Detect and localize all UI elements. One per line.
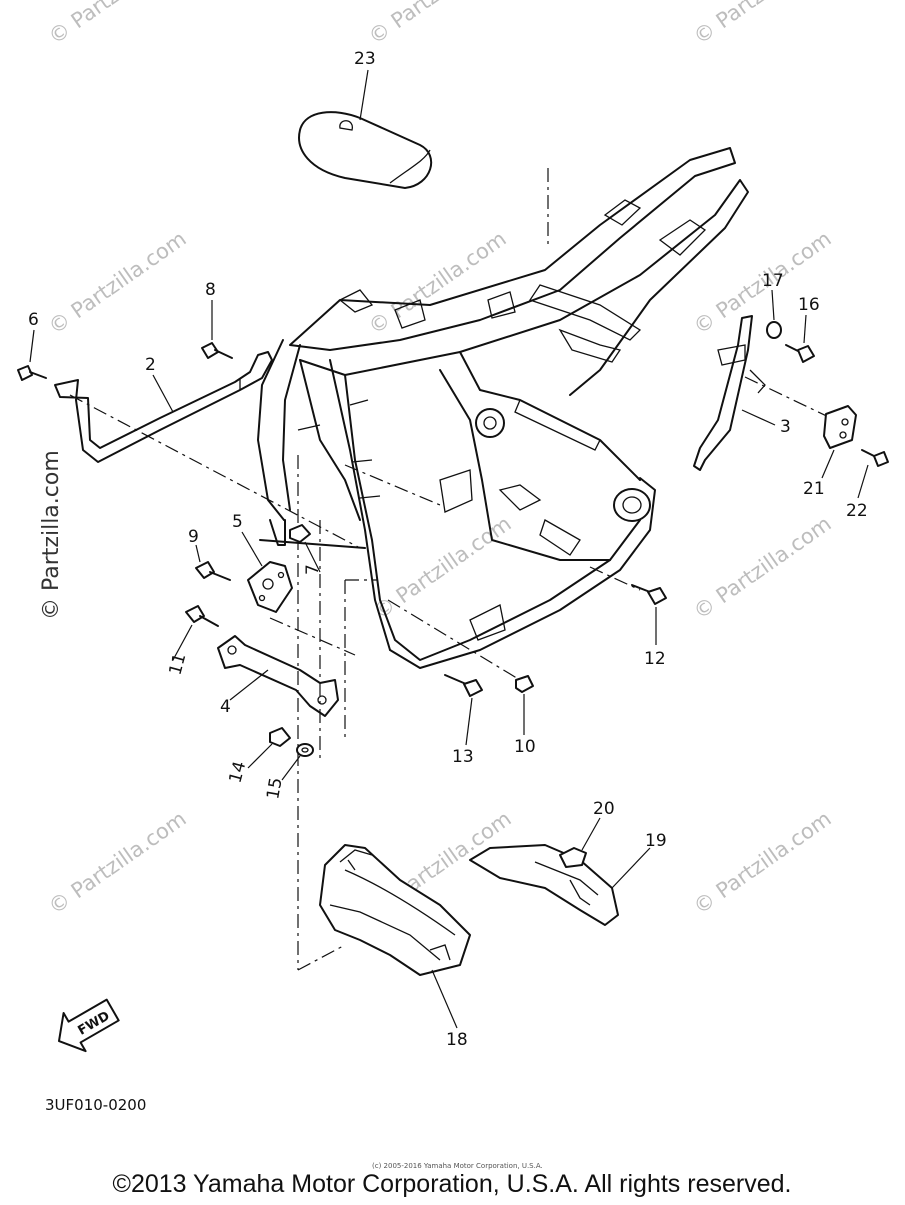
callout-4: 4 <box>220 697 231 717</box>
callout-19: 19 <box>645 831 667 851</box>
washer-15-part <box>281 743 314 781</box>
watermark: © Partzilla.com <box>364 0 511 49</box>
watermark: © Partzilla.com <box>689 806 836 919</box>
small-copyright: (c) 2005-2016 Yamaha Motor Corporation, … <box>372 1162 543 1170</box>
bolt-12-part <box>631 584 667 645</box>
watermark: © Partzilla.com <box>369 511 516 624</box>
callout-20: 20 <box>593 799 615 819</box>
copyright-notice: ©2013 Yamaha Motor Corporation, U.S.A. A… <box>113 1170 792 1198</box>
watermark: © Partzilla.com <box>44 806 191 919</box>
callout-11: 11 <box>166 651 191 677</box>
watermark: © Partzilla.com <box>364 226 511 339</box>
catalog-code: 3UF010-0200 <box>45 1096 146 1114</box>
seat-pad-part <box>298 69 432 189</box>
callout-15: 15 <box>263 776 286 801</box>
bolt-16-part <box>785 314 815 363</box>
callout-22: 22 <box>846 501 868 521</box>
watermark: © Partzilla.com <box>689 511 836 624</box>
front-cover-part <box>319 844 471 1029</box>
callout-18: 18 <box>446 1030 468 1050</box>
callout-5: 5 <box>232 512 243 532</box>
callout-3: 3 <box>780 417 791 437</box>
lower-bracket-part <box>217 635 339 717</box>
callout-23: 23 <box>354 49 376 69</box>
watermark: © Partzilla.com <box>689 0 836 49</box>
callout-9: 9 <box>188 527 199 547</box>
fwd-arrow-icon: FWD <box>58 998 120 1053</box>
callout-21: 21 <box>803 479 825 499</box>
front-bar-part <box>54 351 273 463</box>
main-frame-part <box>257 147 749 669</box>
bolt-6-part <box>17 329 47 381</box>
grommet-20-part <box>559 817 601 868</box>
rear-bracket-part <box>693 315 776 471</box>
watermark: © Partzilla.com <box>39 450 64 620</box>
callout-13: 13 <box>452 747 474 767</box>
nut-7-part <box>289 524 321 573</box>
callout-10: 10 <box>514 737 536 757</box>
callout-7: 7 <box>303 564 323 575</box>
bolt-13-part <box>444 674 483 746</box>
nut-10-part <box>515 675 534 735</box>
callout-14: 14 <box>226 759 251 785</box>
watermark-layer: © Partzilla.com © Partzilla.com © Partzi… <box>39 0 836 919</box>
callout-8: 8 <box>205 280 216 300</box>
callout-16: 16 <box>798 295 820 315</box>
clamp-block-part <box>821 405 857 479</box>
callout-12: 12 <box>644 649 666 669</box>
callout-2: 2 <box>145 355 156 375</box>
bolt-11-part <box>172 605 219 661</box>
plate-bracket-part <box>241 531 293 613</box>
nut-14-part <box>247 727 291 769</box>
watermark: © Partzilla.com <box>44 226 191 339</box>
callout-labels: 2 3 4 5 6 7 8 9 10 11 12 13 14 15 16 17 … <box>28 49 868 1050</box>
bolt-9-part <box>195 544 231 581</box>
callout-6: 6 <box>28 310 39 330</box>
bolt-8-part <box>201 300 233 359</box>
watermark: © Partzilla.com <box>44 0 191 49</box>
washer-17-part <box>766 289 782 339</box>
screw-22-part <box>857 449 889 499</box>
callout-17: 17 <box>762 271 784 291</box>
